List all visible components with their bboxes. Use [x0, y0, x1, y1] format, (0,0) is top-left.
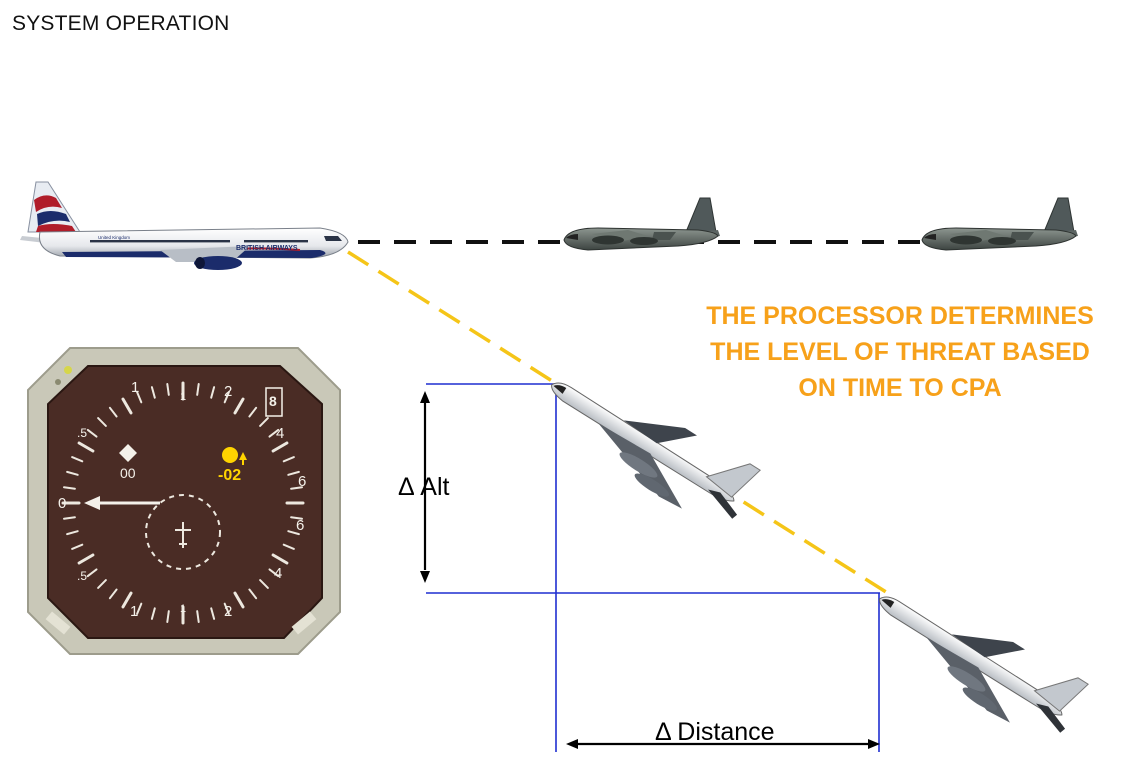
descending-jet-2: [879, 596, 1089, 733]
level-transport-1: [563, 197, 720, 251]
level-transport-2: [921, 197, 1078, 251]
intruder-circle-icon: [222, 447, 238, 463]
instrument-face: [47, 365, 323, 639]
other-traffic-diamond-icon: [119, 444, 137, 462]
intruder-readout: -02: [218, 467, 241, 484]
caption-line-3: ON TIME TO CPA: [798, 374, 1002, 402]
scale-tick: [121, 397, 133, 415]
scale-tick: [136, 391, 143, 404]
scale-tick: [166, 610, 170, 623]
intruder-climb-arrow-icon: [239, 452, 247, 460]
vertical-speed-pointer: [84, 496, 160, 510]
delta-distance-arrow: [566, 739, 880, 749]
tcas-instrument: 1 1 2 .5 0 .5 1 1 2 4 6 6 4 8 00 -02: [27, 347, 341, 655]
scale-tick: [136, 602, 143, 615]
other-traffic-readout: 00: [120, 465, 136, 481]
scale-tick: [290, 486, 303, 490]
scale-tick: [71, 456, 84, 463]
scale-tick: [63, 516, 76, 520]
scale-tick: [71, 543, 84, 550]
range-box-value: 8: [269, 393, 277, 409]
scale-bottom-center: 1: [180, 603, 186, 615]
scale-tick-ring: [61, 381, 305, 625]
scale-tick: [271, 441, 289, 453]
scale-tick: [268, 428, 280, 438]
own-airliner: BRITISH AIRWAYS United Kingdom: [20, 181, 349, 270]
scale-tick: [196, 610, 200, 623]
caption-line-1: THE PROCESSOR DETERMINES: [706, 302, 1094, 330]
status-light-icon: [64, 366, 72, 374]
scale-tick: [290, 516, 303, 520]
scale-right-1: 4: [276, 425, 284, 442]
own-aircraft-symbol: [175, 522, 191, 548]
scale-tick: [66, 530, 79, 536]
delta-distance-label: Δ Distance: [655, 718, 775, 746]
slide-title: SYSTEM OPERATION: [12, 12, 230, 35]
scale-left-lower: .5: [77, 569, 87, 583]
scale-tick: [121, 591, 133, 609]
scale-tick: [150, 386, 156, 399]
dimension-lines: [426, 383, 880, 752]
scale-tick: [97, 579, 107, 589]
scale-right-3: 6: [296, 517, 304, 534]
scale-bottom-right: 2: [224, 603, 232, 620]
scale-tick: [77, 553, 95, 565]
airliner-fin-text: United Kingdom: [98, 235, 130, 240]
scale-tick: [223, 391, 230, 404]
scale-numerals: 1 1 2 .5 0 .5 1 1 2 4 6 6 4: [58, 379, 306, 620]
caption-line-2: THE LEVEL OF THREAT BASED: [710, 338, 1090, 366]
scale-bottom-left: 1: [130, 603, 138, 620]
scale-tick: [86, 428, 98, 438]
scale-tick: [271, 553, 289, 565]
scale-tick: [210, 607, 216, 620]
scale-left-zero: 0: [58, 495, 66, 512]
scale-tick: [108, 588, 118, 600]
scale-tick: [233, 591, 245, 609]
processor-caption: THE PROCESSOR DETERMINES THE LEVEL OF TH…: [660, 298, 1140, 406]
scale-tick: [287, 470, 300, 476]
scale-tick: [287, 530, 300, 536]
delta-alt-arrow: [420, 391, 430, 583]
scale-tick: [86, 568, 98, 578]
scale-top-right: 2: [224, 383, 232, 400]
scale-right-4: 4: [274, 565, 282, 582]
delta-alt-label: Δ Alt: [398, 473, 449, 501]
scale-tick: [259, 417, 269, 427]
scale-top-center: 1: [180, 391, 186, 403]
scale-tick: [268, 568, 280, 578]
scale-tick: [282, 456, 295, 463]
scale-tick: [77, 441, 95, 453]
scale-tick: [210, 386, 216, 399]
range-ring: [145, 494, 221, 570]
range-box: [265, 387, 283, 417]
scale-tick: [97, 417, 107, 427]
scale-tick: [282, 543, 295, 550]
scale-tick: [66, 470, 79, 476]
scale-tick: [166, 383, 170, 396]
airliner-livery-text: BRITISH AIRWAYS: [236, 245, 298, 252]
scale-tick: [223, 602, 230, 615]
scale-tick: [248, 588, 258, 600]
scale-tick: [196, 383, 200, 396]
scale-tick: [108, 406, 118, 418]
scale-top-left: 1: [131, 379, 139, 396]
descending-jet-1: [551, 382, 761, 519]
scale-tick: [233, 397, 245, 415]
scale-tick: [248, 406, 258, 418]
scale-right-2: 6: [298, 473, 306, 490]
scale-tick: [259, 579, 269, 589]
scale-left-upper: .5: [77, 426, 87, 440]
airliner-windows: [90, 236, 342, 243]
scale-tick: [63, 486, 76, 490]
scale-tick: [150, 607, 156, 620]
